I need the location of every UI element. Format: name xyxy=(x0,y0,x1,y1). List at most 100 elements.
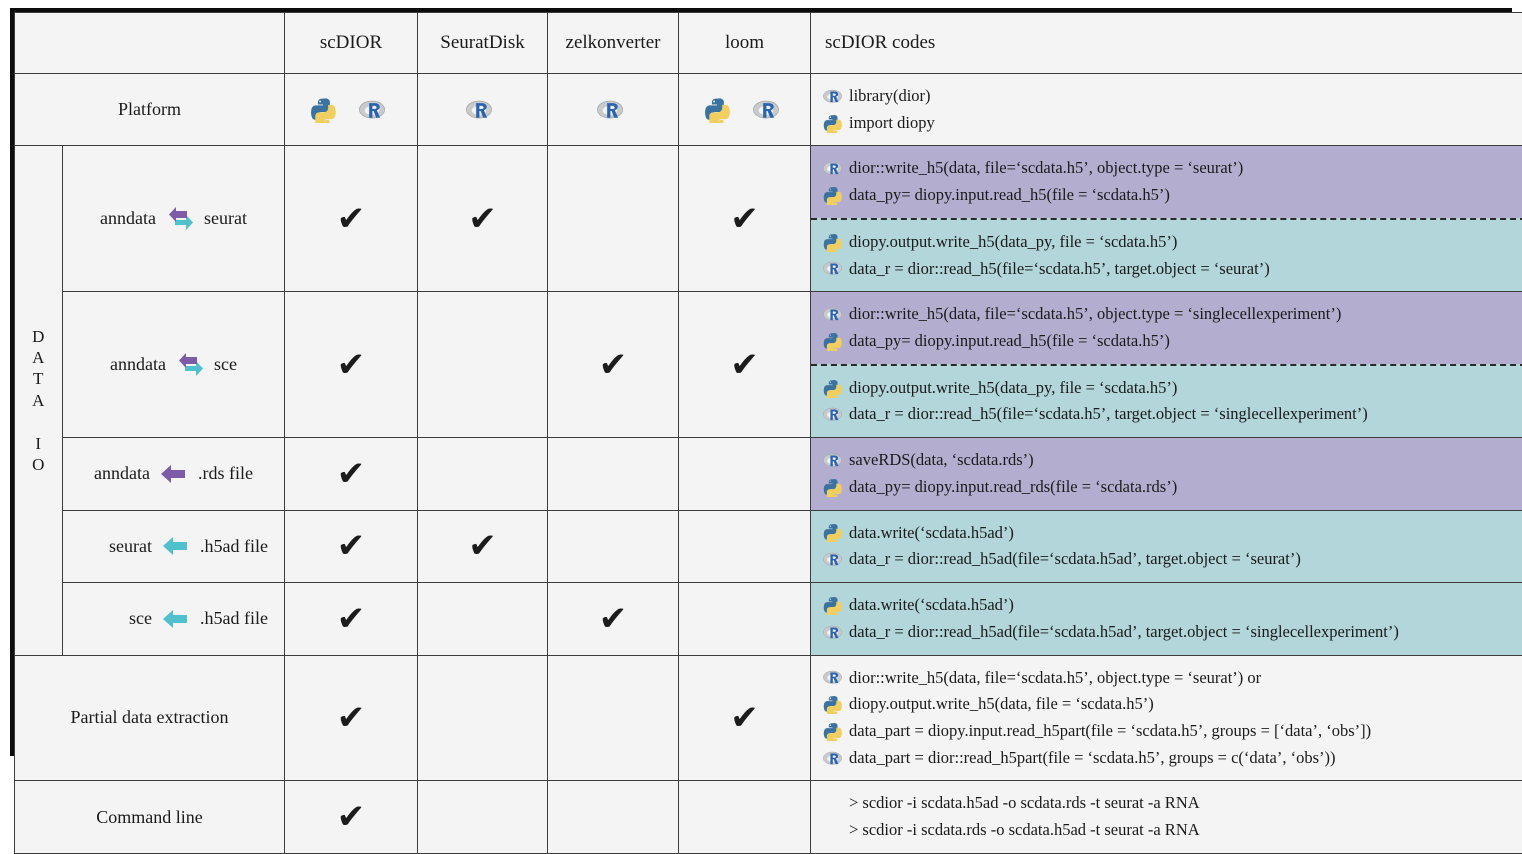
code-line: data_part = diopy.input.read_h5part(file… xyxy=(823,718,1522,745)
platform-scdior xyxy=(285,74,418,146)
code-line: data_py= diopy.input.read_rds(file = ‘sc… xyxy=(823,474,1522,501)
code-segment: saveRDS(data, ‘scdata.rds’)data_py= diop… xyxy=(811,438,1522,509)
platform-loom xyxy=(679,74,811,146)
check-partial-data-extraction-loom: ✔ xyxy=(679,655,811,781)
code-box: data.write(‘scdata.h5ad’)data_r = dior::… xyxy=(811,511,1522,582)
row-label-source: seurat xyxy=(109,536,152,557)
code-line: data_part = dior::read_h5part(file = ‘sc… xyxy=(823,745,1522,772)
check-command-line-loom xyxy=(679,781,811,853)
platform-icons-scdior xyxy=(285,74,417,145)
no-icon xyxy=(823,821,842,840)
code-line-text: diopy.output.write_h5(data, file = ‘scda… xyxy=(849,691,1154,718)
check-anndata-seurat-zelkonverter xyxy=(548,146,679,292)
code-line-text: data_part = dior::read_h5part(file = ‘sc… xyxy=(849,745,1336,772)
check-anndata-seurat-loom: ✔ xyxy=(679,146,811,292)
row-label-target: sce xyxy=(214,354,237,375)
check-seurat-h5ad-seuratdisk: ✔ xyxy=(418,510,548,582)
header-zelkonverter: zelkonverter xyxy=(548,13,679,74)
code-box: data.write(‘scdata.h5ad’)data_r = dior::… xyxy=(811,583,1522,654)
python-icon xyxy=(823,695,842,714)
code-line: data_r = dior::read_h5ad(file=‘scdata.h5… xyxy=(823,546,1522,573)
code-box: > scdior -i scdata.h5ad -o scdata.rds -t… xyxy=(811,781,1522,852)
code-line-text: data_py= diopy.input.read_rds(file = ‘sc… xyxy=(849,474,1177,501)
python-icon xyxy=(823,114,842,133)
row-label-anndata-seurat: anndata seurat xyxy=(63,146,285,292)
r-icon xyxy=(597,97,623,123)
table-row-seurat-h5ad: seurat.h5ad file✔✔data.write(‘scdata.h5a… xyxy=(15,510,1522,582)
row-label-target: .h5ad file xyxy=(200,536,268,557)
row-label-command-line: Command line xyxy=(15,781,285,853)
check-seurat-h5ad-zelkonverter xyxy=(548,510,679,582)
python-icon xyxy=(823,233,842,252)
left-arrow-teal-icon xyxy=(161,536,191,556)
check-anndata-sce-scdior: ✔ xyxy=(285,292,418,438)
header-codes: scDIOR codes xyxy=(811,13,1522,74)
code-line: diopy.output.write_h5(data_py, file = ‘s… xyxy=(823,375,1522,402)
section-label-letter xyxy=(15,411,62,432)
code-line-text: > scdior -i scdata.h5ad -o scdata.rds -t… xyxy=(849,790,1200,817)
row-label-partial-data-extraction: Partial data extraction xyxy=(15,655,285,781)
row-label-source: anndata xyxy=(94,463,150,484)
code-line: data.write(‘scdata.h5ad’) xyxy=(823,520,1522,547)
code-segment: dior::write_h5(data, file=‘scdata.h5’, o… xyxy=(811,146,1522,217)
code-line-text: library(dior) xyxy=(849,83,931,110)
check-sce-h5ad-zelkonverter: ✔ xyxy=(548,583,679,655)
r-icon xyxy=(823,305,842,324)
check-sce-h5ad-scdior: ✔ xyxy=(285,583,418,655)
row-label-content: sce.h5ad file xyxy=(63,608,284,629)
check-command-line-seuratdisk xyxy=(418,781,548,853)
python-icon xyxy=(704,97,730,123)
row-label-target: seurat xyxy=(204,208,247,229)
row-label-source: anndata xyxy=(100,208,156,229)
r-icon xyxy=(823,405,842,424)
check-partial-data-extraction-scdior: ✔ xyxy=(285,655,418,781)
row-label-sce-h5ad: sce.h5ad file xyxy=(63,583,285,655)
r-icon xyxy=(823,87,842,106)
code-line: data_r = dior::read_h5ad(file=‘scdata.h5… xyxy=(823,619,1522,646)
code-line: diopy.output.write_h5(data_py, file = ‘s… xyxy=(823,229,1522,256)
code-line-text: data_py= diopy.input.read_h5(file = ‘scd… xyxy=(849,182,1170,209)
code-box: dior::write_h5(data, file=‘scdata.h5’, o… xyxy=(811,656,1522,781)
code-line: data_r = dior::read_h5(file=‘scdata.h5’,… xyxy=(823,401,1522,428)
code-line: data_py= diopy.input.read_h5(file = ‘scd… xyxy=(823,182,1522,209)
r-icon xyxy=(823,668,842,687)
platform-seuratdisk xyxy=(418,74,548,146)
code-line: import diopy xyxy=(823,110,1522,137)
platform-zelkonverter xyxy=(548,74,679,146)
code-line: diopy.output.write_h5(data, file = ‘scda… xyxy=(823,691,1522,718)
r-icon xyxy=(823,259,842,278)
section-label-letter: A xyxy=(15,347,62,368)
code-line-text: data.write(‘scdata.h5ad’) xyxy=(849,520,1014,547)
r-icon xyxy=(823,749,842,768)
header-seuratdisk: SeuratDisk xyxy=(418,13,548,74)
code-segment: diopy.output.write_h5(data_py, file = ‘s… xyxy=(811,218,1522,291)
python-icon xyxy=(823,722,842,741)
platform-icons-loom xyxy=(679,74,810,145)
check-anndata-sce-seuratdisk xyxy=(418,292,548,438)
r-icon xyxy=(753,97,779,123)
code-line: > scdior -i scdata.rds -o scdata.h5ad -t… xyxy=(823,817,1522,844)
code-line: dior::write_h5(data, file=‘scdata.h5’, o… xyxy=(823,155,1522,182)
code-line-text: data_r = dior::read_h5(file=‘scdata.h5’,… xyxy=(849,256,1270,283)
code-segment: diopy.output.write_h5(data_py, file = ‘s… xyxy=(811,364,1522,437)
code-line: library(dior) xyxy=(823,83,1522,110)
header-loom: loom xyxy=(679,13,811,74)
python-icon xyxy=(823,379,842,398)
code-line-text: dior::write_h5(data, file=‘scdata.h5’, o… xyxy=(849,665,1261,692)
table-row-partial-data-extraction: Partial data extraction✔✔dior::write_h5(… xyxy=(15,655,1522,781)
code-cell: data.write(‘scdata.h5ad’)data_r = dior::… xyxy=(811,510,1522,582)
table-row-sce-h5ad: sce.h5ad file✔✔data.write(‘scdata.h5ad’)… xyxy=(15,583,1522,655)
code-segment: > scdior -i scdata.h5ad -o scdata.rds -t… xyxy=(811,781,1522,852)
code-line: data_py= diopy.input.read_h5(file = ‘scd… xyxy=(823,328,1522,355)
check-partial-data-extraction-zelkonverter xyxy=(548,655,679,781)
section-label-letter: I xyxy=(15,433,62,454)
code-cell: dior::write_h5(data, file=‘scdata.h5’, o… xyxy=(811,146,1522,292)
code-line: dior::write_h5(data, file=‘scdata.h5’, o… xyxy=(823,301,1522,328)
row-label-target: .h5ad file xyxy=(200,608,268,629)
check-partial-data-extraction-seuratdisk xyxy=(418,655,548,781)
row-label-anndata-rds: anndata.rds file xyxy=(63,438,285,510)
